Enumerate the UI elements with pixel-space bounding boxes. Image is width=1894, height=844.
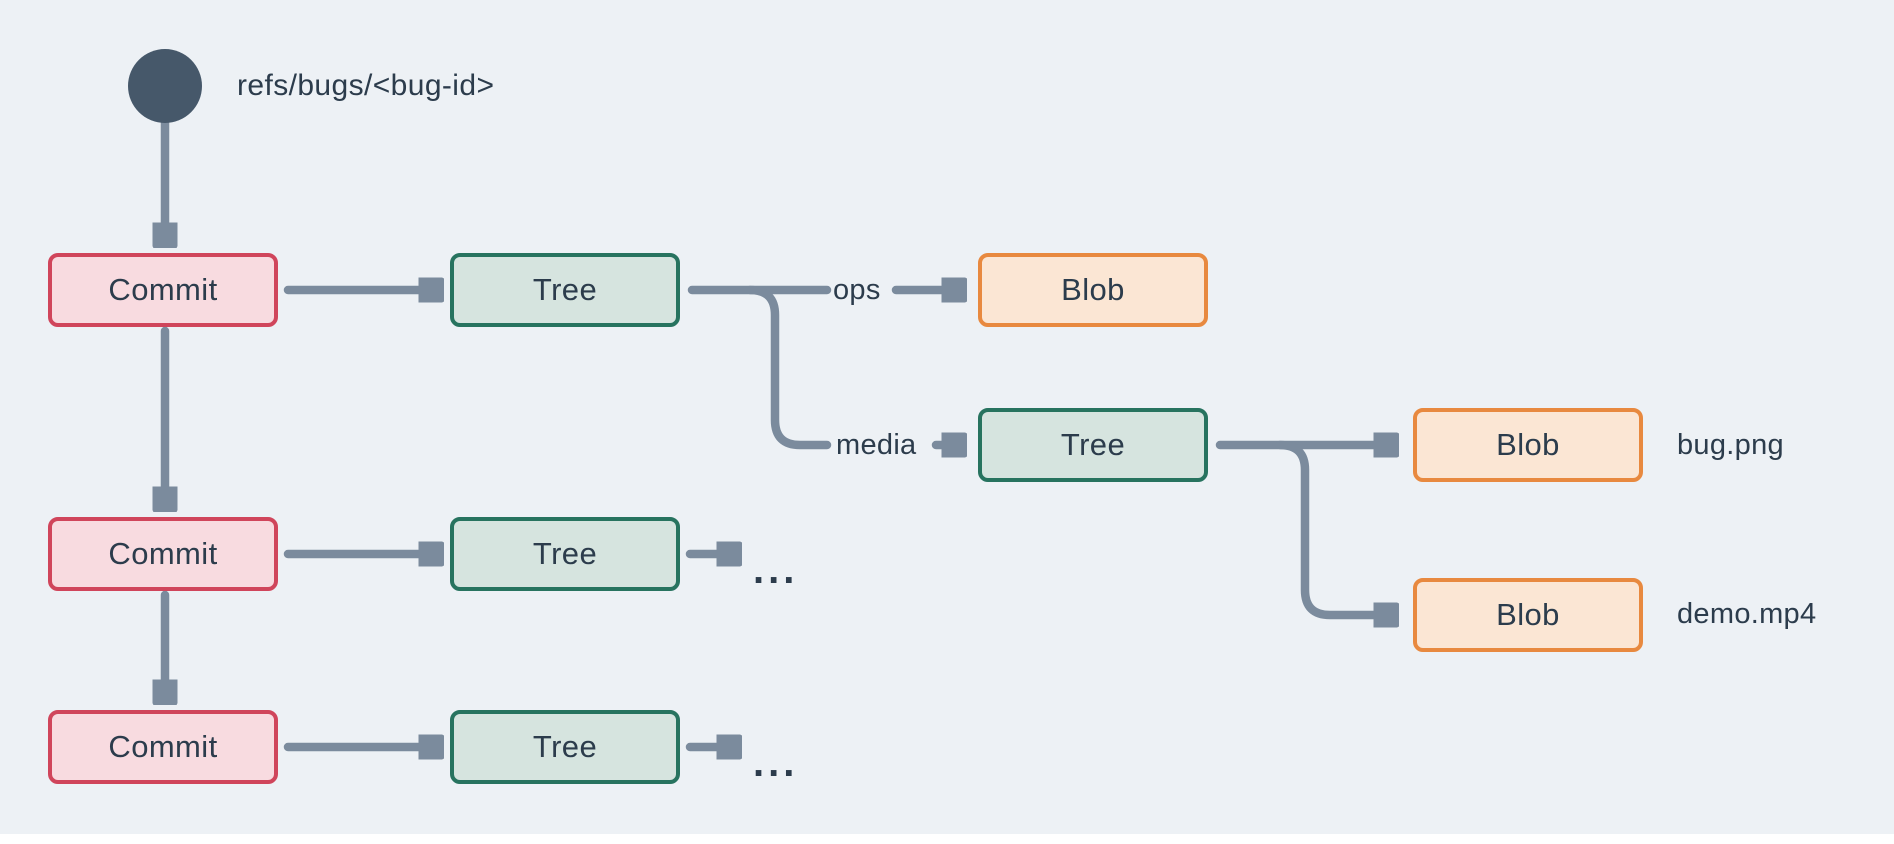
- ref-circle: [128, 49, 202, 123]
- tree-node-2-label: Tree: [532, 536, 598, 571]
- edge-mediatree-branch-to-blob3: [1275, 440, 1377, 615]
- tree-node-1-label: Tree: [532, 272, 598, 307]
- ellipsis-row-3: ...: [753, 741, 799, 785]
- tree-node-3: Tree: [450, 710, 680, 784]
- edge-tree1-branch-to-media: [745, 285, 832, 450]
- commit-node-2: Commit: [48, 517, 278, 591]
- tree-node-2: Tree: [450, 517, 680, 591]
- commit-node-1: Commit: [48, 253, 278, 327]
- file-label-demo-mp4: demo.mp4: [1677, 598, 1817, 630]
- commit-node-1-label: Commit: [108, 272, 218, 307]
- commit-node-2-label: Commit: [108, 536, 218, 571]
- edge-label-ops: ops: [833, 274, 881, 306]
- blob-node-bug-png: Blob: [1413, 408, 1643, 482]
- ref-label: refs/bugs/<bug-id>: [237, 69, 495, 102]
- ellipsis-row-2: ...: [753, 548, 799, 592]
- blob-node-demo-mp4: Blob: [1413, 578, 1643, 652]
- tree-node-1: Tree: [450, 253, 680, 327]
- file-label-bug-png: bug.png: [1677, 429, 1784, 461]
- blob-node-ops: Blob: [978, 253, 1208, 327]
- commit-node-3: Commit: [48, 710, 278, 784]
- bottom-page-strip: [0, 834, 1894, 844]
- blob-node-ops-label: Blob: [1061, 272, 1125, 307]
- tree-node-3-label: Tree: [532, 729, 598, 764]
- commit-node-3-label: Commit: [108, 729, 218, 764]
- tree-node-media-label: Tree: [1060, 427, 1126, 462]
- edge-label-media: media: [836, 429, 917, 461]
- blob-node-bug-png-label: Blob: [1496, 427, 1560, 462]
- blob-node-demo-mp4-label: Blob: [1496, 597, 1560, 632]
- tree-node-media: Tree: [978, 408, 1208, 482]
